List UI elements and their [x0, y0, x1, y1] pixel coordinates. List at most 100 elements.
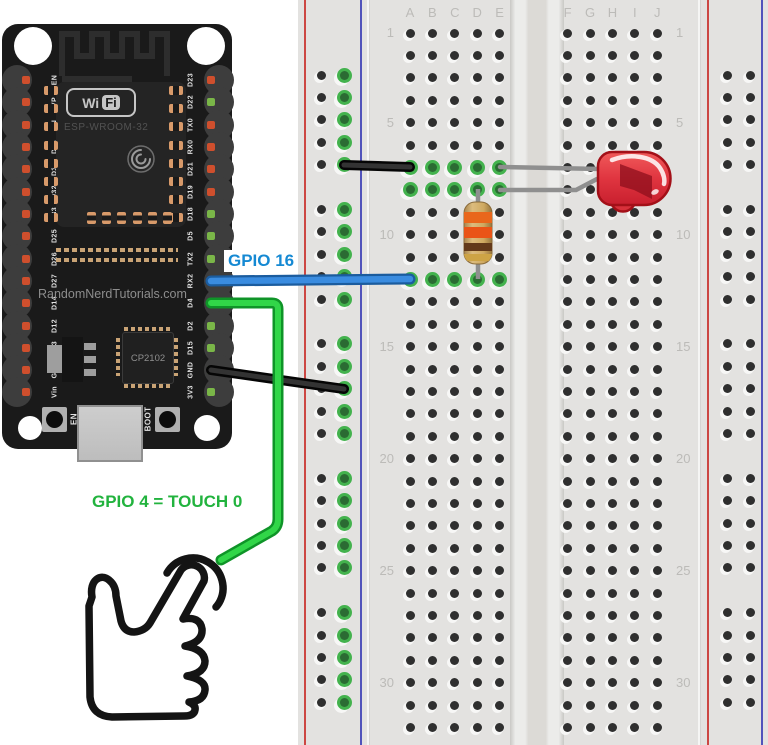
- breadboard-hole: [495, 610, 505, 620]
- breadboard-hole: [652, 454, 662, 464]
- breadboard-hole: [585, 73, 595, 83]
- breadboard-hole: [495, 633, 505, 643]
- breadboard-hole: [607, 409, 617, 419]
- breadboard-hole-connected: [339, 70, 349, 80]
- breadboard-hole: [585, 274, 595, 284]
- breadboard-hole: [427, 50, 437, 60]
- breadboard-hole: [722, 115, 732, 125]
- breadboard-hole: [450, 252, 460, 262]
- regulator-leg: [84, 356, 96, 363]
- breadboard-hole: [450, 140, 460, 150]
- breadboard-hole-connected: [339, 675, 349, 685]
- breadboard-hole: [745, 563, 755, 573]
- breadboard-hole: [652, 521, 662, 531]
- breadboard-hole: [427, 431, 437, 441]
- wifi-logo-wi: Wi: [82, 94, 100, 111]
- breadboard-hole: [652, 498, 662, 508]
- breadboard-hole: [585, 454, 595, 464]
- breadboard-hole: [563, 386, 573, 396]
- esp32-board: ENVPVND34D35D32D33D25D26D27D14D12D13GNDV…: [0, 0, 260, 470]
- breadboard-hole: [585, 230, 595, 240]
- chip-pads: [124, 327, 170, 331]
- breadboard-hole: [563, 28, 573, 38]
- breadboard-hole: [450, 297, 460, 307]
- pin-pad-d13: [22, 343, 30, 352]
- breadboard-hole: [495, 297, 505, 307]
- red-led: [497, 150, 672, 213]
- breadboard-hole: [427, 252, 437, 262]
- resistor-band-orange: [464, 227, 492, 238]
- breadboard-hole: [450, 678, 460, 688]
- breadboard-hole: [630, 431, 640, 441]
- breadboard-hole: [405, 566, 415, 576]
- breadboard-hole: [630, 73, 640, 83]
- breadboard-hole: [427, 722, 437, 732]
- row-number: 1: [676, 25, 684, 40]
- breadboard-hole: [450, 431, 460, 441]
- breadboard-hole: [652, 566, 662, 576]
- breadboard-hole-connected: [472, 274, 482, 284]
- breadboard-hole: [495, 342, 505, 352]
- breadboard-hole-connected: [339, 115, 349, 125]
- usb-chip: CP2102: [122, 332, 174, 384]
- breadboard-hole: [630, 207, 640, 217]
- boot-button: [155, 407, 180, 432]
- wire-blue-gpio16: [205, 273, 416, 287]
- breadboard-hole: [607, 521, 617, 531]
- breadboard-hole: [722, 92, 732, 102]
- breadboard-hole: [405, 431, 415, 441]
- breadboard-hole: [585, 700, 595, 710]
- breadboard-hole: [745, 272, 755, 282]
- breadboard-hole: [745, 608, 755, 618]
- module-pad: [44, 213, 58, 223]
- breadboard-hole: [427, 297, 437, 307]
- breadboard-hole: [405, 342, 415, 352]
- breadboard-hole: [563, 610, 573, 620]
- pin-pad-d19: [207, 187, 215, 196]
- breadboard-hole: [630, 566, 640, 576]
- breadboard-hole: [450, 386, 460, 396]
- breadboard-hole: [405, 610, 415, 620]
- breadboard-hole: [652, 655, 662, 665]
- breadboard-hole: [563, 521, 573, 531]
- breadboard-hole: [495, 498, 505, 508]
- breadboard-hole: [427, 655, 437, 665]
- plate-seam: [367, 0, 369, 745]
- breadboard-hole: [316, 70, 326, 80]
- breadboard-hole-connected: [339, 652, 349, 662]
- breadboard-hole: [630, 140, 640, 150]
- breadboard-hole: [722, 137, 732, 147]
- pin-pad-d26: [22, 254, 30, 263]
- module-pad: [44, 104, 58, 114]
- breadboard-hole: [495, 722, 505, 732]
- breadboard-hole: [630, 118, 640, 128]
- gpio16-label: GPIO 16: [224, 250, 299, 272]
- breadboard-hole: [316, 630, 326, 640]
- breadboard-hole: [652, 230, 662, 240]
- breadboard-hole: [472, 521, 482, 531]
- column-letter: B: [428, 5, 437, 20]
- pin-pad-d2: [207, 321, 215, 330]
- breadboard-hole: [745, 137, 755, 147]
- breadboard-hole: [630, 274, 640, 284]
- right-rail-positive-line: [707, 0, 709, 745]
- breadboard-hole: [607, 73, 617, 83]
- pin-pad-gnd: [22, 366, 30, 375]
- breadboard-hole: [405, 95, 415, 105]
- breadboard-hole: [472, 319, 482, 329]
- breadboard-hole: [495, 678, 505, 688]
- column-letter: J: [653, 5, 661, 20]
- breadboard-hole: [745, 630, 755, 640]
- breadboard-hole: [563, 543, 573, 553]
- breadboard-hole: [450, 588, 460, 598]
- chip-pads: [116, 338, 120, 376]
- breadboard-hole: [450, 543, 460, 553]
- breadboard-hole: [563, 498, 573, 508]
- column-letter: C: [450, 5, 460, 20]
- breadboard-hole: [563, 364, 573, 374]
- breadboard-hole-connected: [339, 518, 349, 528]
- breadboard-hole: [652, 588, 662, 598]
- module-pad: [169, 177, 183, 186]
- breadboard-hole: [427, 118, 437, 128]
- breadboard-hole-connected: [427, 274, 437, 284]
